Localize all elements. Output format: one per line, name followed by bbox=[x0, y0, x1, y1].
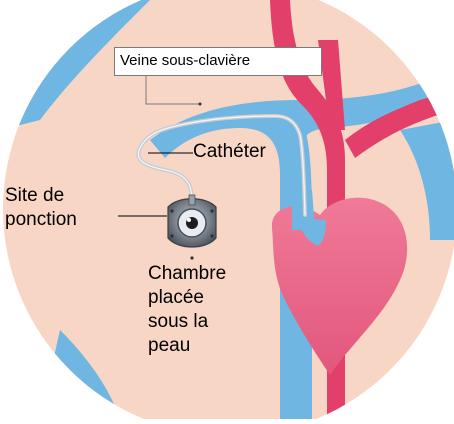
chamber-label-line-4: peau bbox=[148, 334, 226, 358]
puncture-site-label: Site de ponction bbox=[5, 184, 77, 232]
puncture-site-label-line-2: ponction bbox=[5, 208, 77, 232]
vein-label: Veine sous-clavière bbox=[120, 52, 250, 69]
chamber-label-line-2: placée bbox=[148, 286, 226, 310]
puncture-site-label-line-1: Site de bbox=[5, 184, 77, 208]
catheter-label: Cathéter bbox=[193, 141, 266, 164]
chamber-label-line-3: sous la bbox=[148, 310, 226, 334]
chamber-label-line-1: Chambre bbox=[148, 262, 226, 286]
vein-label-box: Veine sous-clavière bbox=[114, 47, 322, 76]
chamber-label: Chambre placée sous la peau bbox=[148, 262, 226, 358]
